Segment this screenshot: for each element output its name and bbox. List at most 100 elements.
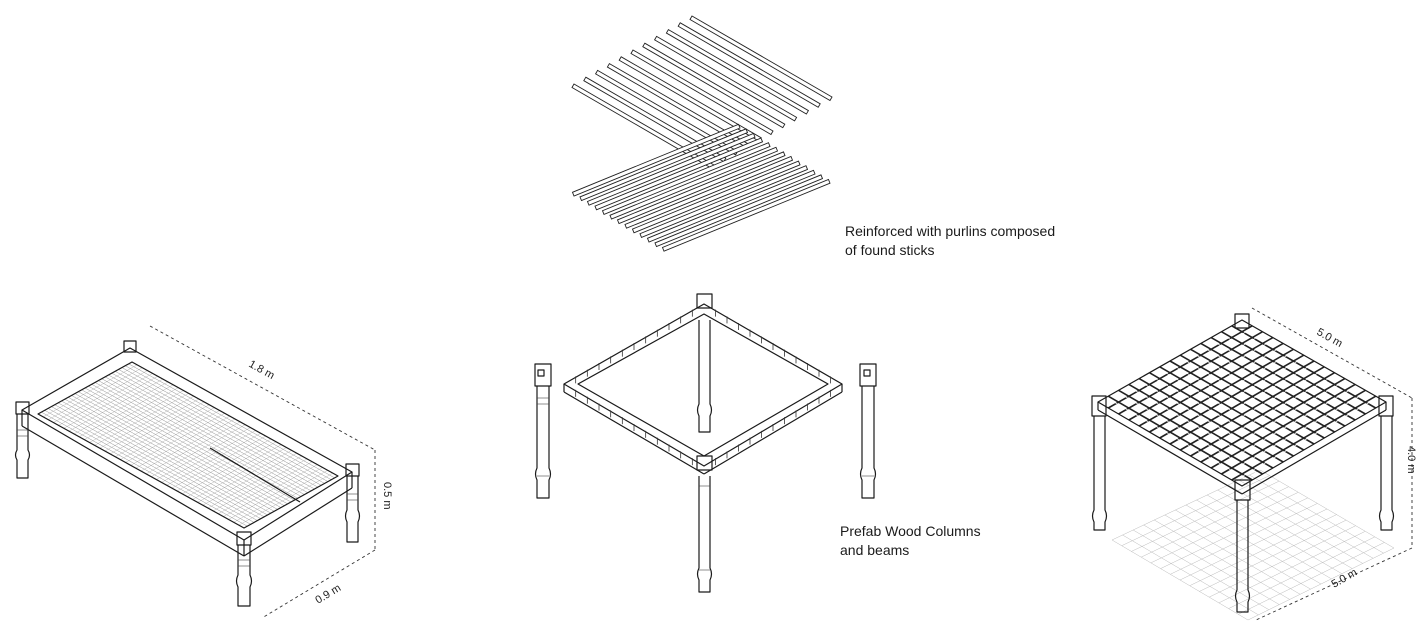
roof-beam-ring: [1097, 319, 1387, 487]
purlin-stick: [586, 132, 756, 206]
ground-grid-line: [1199, 519, 1347, 592]
bed-weave-pattern: [41, 363, 335, 527]
bed-leg: [14, 401, 31, 479]
wood-column: [1091, 395, 1108, 531]
roof-purlin-highlight: [1138, 380, 1284, 465]
weave-strand: [182, 441, 277, 494]
frame-top-label: 5.0 m: [1315, 326, 1345, 350]
purlin-stick: [601, 142, 771, 215]
bed-frame-outer: [21, 347, 353, 541]
roof-purlin-highlight: [1159, 369, 1304, 453]
weave-strand: [166, 433, 261, 486]
roof-purlin-grid: [1107, 325, 1377, 483]
weave-strand: [135, 415, 230, 469]
roof-purlin-highlight: [1210, 386, 1356, 471]
purlin-stick: [689, 15, 833, 102]
bed-length-label: 1.8 m: [247, 358, 277, 382]
purlin-stick: [653, 35, 798, 122]
weave-strand: [68, 378, 163, 432]
bed-frame-inner: [37, 361, 339, 529]
purlin-stick: [639, 165, 809, 238]
weave-strand: [192, 447, 287, 500]
purlin-stick: [631, 160, 801, 234]
columns-caption: Prefab Wood Columns and beams: [840, 522, 981, 560]
roof-purlin: [1128, 383, 1274, 469]
purlin-stick: [654, 174, 824, 248]
wood-column: [1234, 479, 1251, 613]
roof-purlin: [1118, 389, 1263, 475]
roof-purlin: [1210, 383, 1356, 469]
weave-strand: [161, 430, 256, 483]
ground-grid-line: [1228, 536, 1375, 609]
weave-strand: [176, 438, 272, 492]
weave-strand: [218, 461, 313, 514]
ground-grid-line: [1179, 508, 1328, 581]
roof-purlin: [1179, 366, 1325, 451]
roof-purlin: [1149, 372, 1294, 457]
roof-purlin-highlight: [1190, 374, 1335, 459]
bed-width-label: 0.9 m: [313, 582, 343, 606]
frame-height-label: 4.0 m: [1405, 446, 1417, 474]
weave-strand: [89, 390, 184, 443]
assembled-shelter-frame: 5.0 m 4.0 m 5.0 m: [1091, 307, 1417, 621]
weave-strand: [238, 472, 333, 526]
roof-purlin-highlight: [1118, 392, 1263, 477]
purlin-stick: [624, 155, 794, 229]
ground-grid-line: [1218, 531, 1366, 604]
weave-strand: [48, 367, 143, 420]
weave-strand: [151, 424, 246, 477]
weave-strand: [228, 467, 323, 520]
ground-grid-line: [1238, 542, 1385, 615]
weave-strand: [120, 407, 215, 460]
ground-grid-line: [1164, 514, 1301, 595]
purlins-caption-line: of found sticks: [845, 242, 935, 258]
weave-strand: [171, 435, 266, 489]
wood-column: [1234, 313, 1250, 329]
purlin-stick: [571, 123, 741, 197]
weave-strand: [58, 373, 153, 426]
beam-pegs: [575, 309, 831, 466]
ground-grid-line: [1247, 547, 1395, 621]
weave-strand: [99, 396, 194, 449]
weave-strand: [43, 364, 138, 418]
weave-strand: [115, 404, 210, 457]
purlin-stick: [616, 151, 786, 225]
ground-grid-line: [1143, 524, 1280, 605]
wood-column: [696, 293, 713, 433]
ground-grid-line: [1154, 519, 1290, 600]
purlin-stick: [677, 22, 821, 108]
roof-purlin: [1221, 389, 1366, 475]
weave-strand: [53, 370, 148, 423]
weave-strand: [110, 401, 205, 455]
ground-grid-line: [1189, 514, 1337, 586]
purlin-stick: [665, 28, 810, 115]
roof-purlin-highlight: [1169, 363, 1315, 447]
weave-strand: [187, 444, 282, 497]
weave-strand: [202, 453, 297, 506]
weave-strand: [207, 455, 303, 509]
roof-purlin: [1231, 395, 1377, 481]
columns-caption-line: Prefab Wood Columns: [840, 523, 981, 539]
ground-grid-line: [1122, 534, 1259, 616]
beam-ring-outer: [563, 303, 843, 467]
purlin-sticks-upper-set: [571, 15, 833, 170]
weave-strand: [84, 387, 179, 440]
roof-purlin-highlight: [1200, 380, 1346, 465]
purlin-stick: [646, 169, 816, 243]
weave-strand: [63, 376, 158, 429]
weave-strand: [140, 418, 236, 472]
prefab-columns-and-beams: [534, 293, 877, 593]
purlin-stick: [579, 128, 749, 202]
weave-strand: [213, 458, 308, 512]
weave-strand: [223, 464, 318, 517]
bed-footrail: [209, 447, 301, 503]
wood-column: [1378, 395, 1395, 531]
wood-column: [696, 455, 713, 593]
frame-top-dimension-line: [1251, 307, 1413, 399]
ground-grid-line: [1175, 509, 1311, 590]
beam-ring-inner: [577, 313, 829, 457]
ground-grid: [1111, 469, 1395, 621]
roof-purlin: [1107, 395, 1253, 481]
roof-purlin-highlight: [1149, 374, 1294, 459]
